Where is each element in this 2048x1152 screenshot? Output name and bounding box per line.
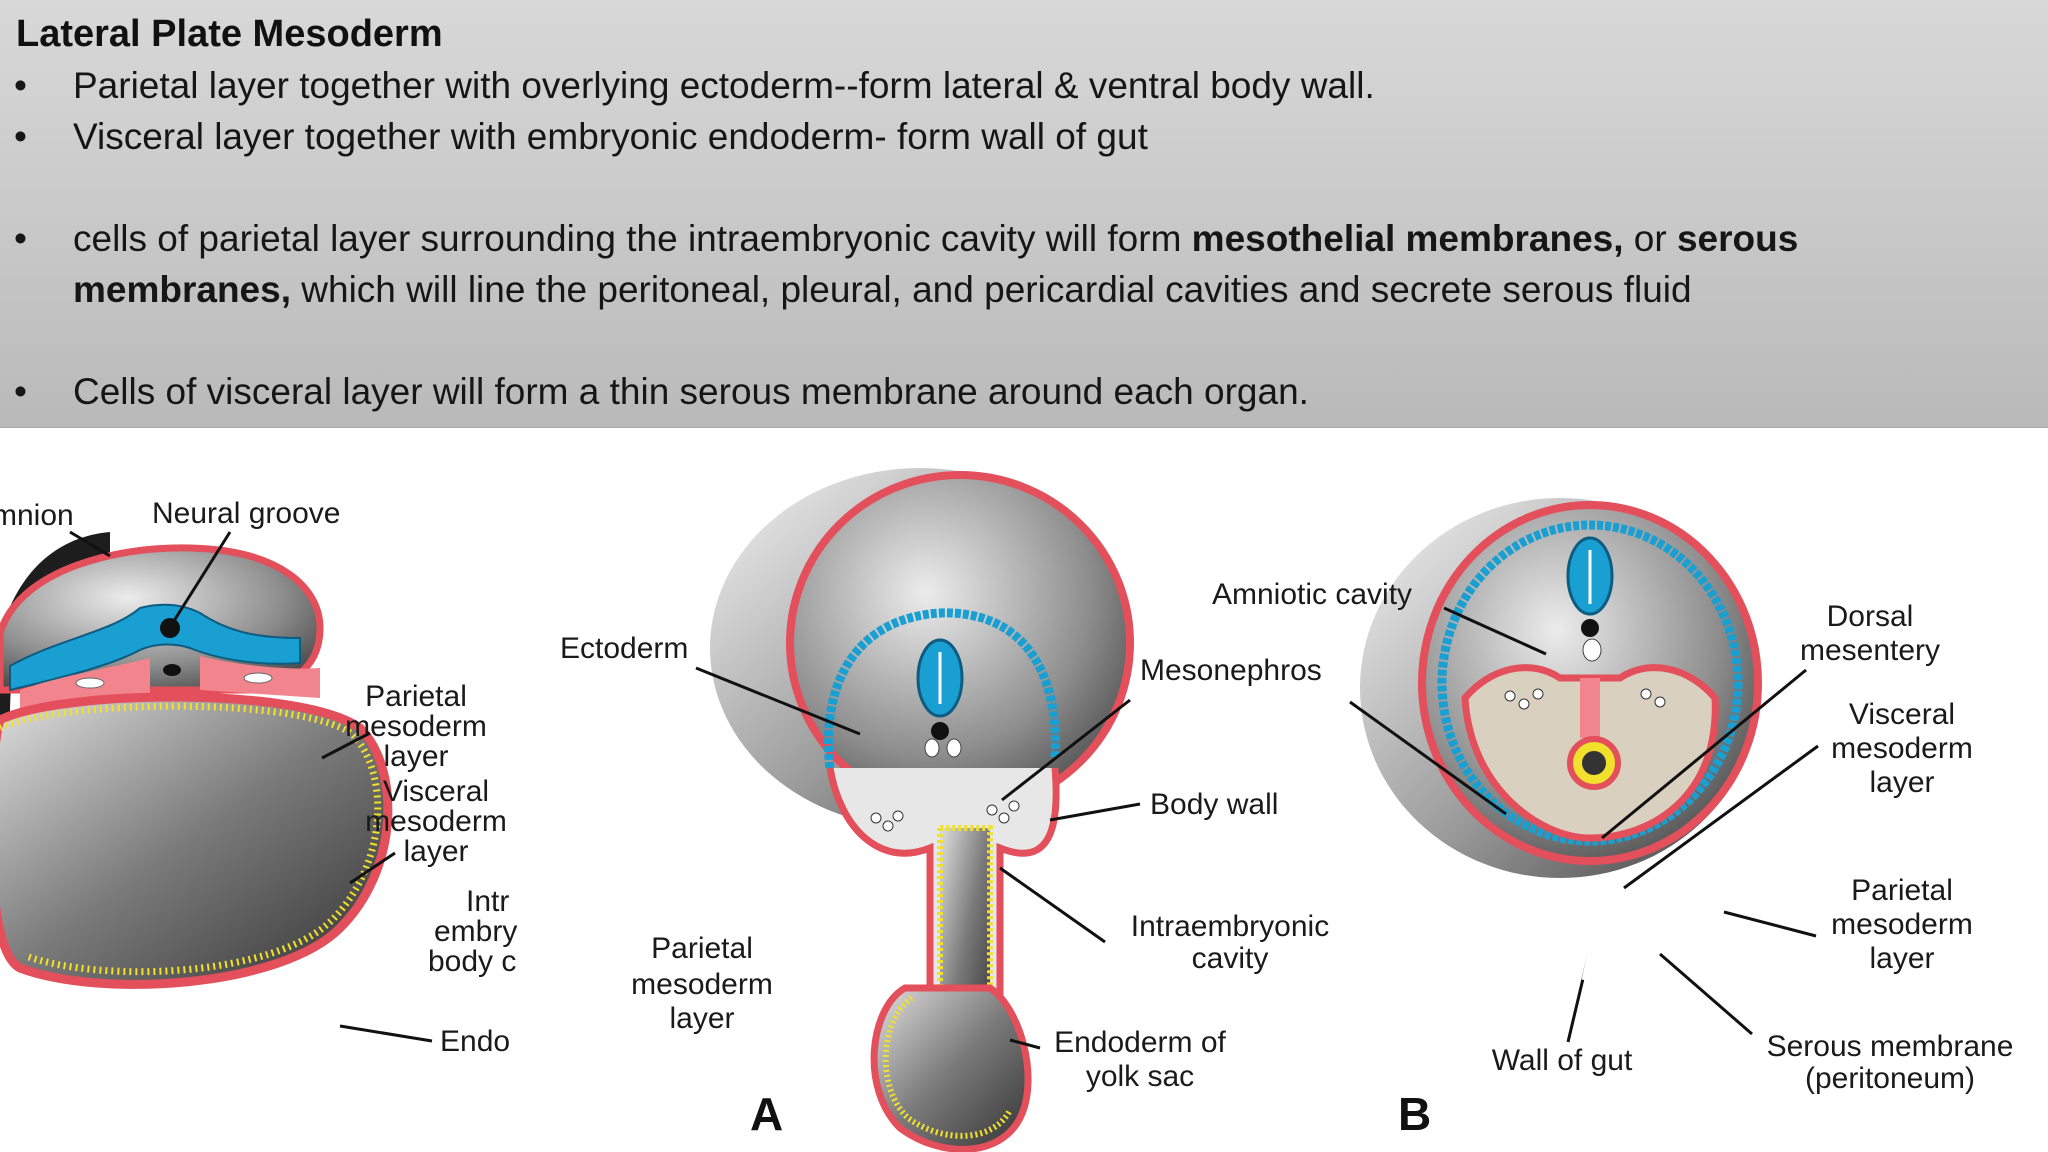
amnion-label: mnion — [0, 499, 74, 532]
visceral-label-line3: layer — [403, 835, 468, 868]
panel-b-visceral-label-line3: layer — [1869, 766, 1934, 799]
panel-b-amniotic-label: Amniotic cavity — [1212, 578, 1412, 611]
panel-a-parietal-label-line2: mesoderm — [631, 968, 773, 1001]
panel-b-dorsal-label-line1: Dorsal — [1827, 600, 1914, 633]
panel-a-body-wall-label: Body wall — [1150, 788, 1278, 821]
intra-label-line1: Intr — [466, 885, 509, 918]
intra-label-line3: body c — [428, 945, 516, 978]
endoderm-label: Endo — [440, 1025, 510, 1058]
parietal-label-line2: mesoderm — [345, 710, 487, 743]
bullet-list: • Parietal layer together with overlying… — [14, 60, 2014, 417]
bullet-item: • cells of parietal layer surrounding th… — [14, 213, 2014, 315]
panel-a-embryo: Ectoderm Mesonephros Body wall Intraembr… — [560, 468, 1329, 1152]
panel-b-notochord — [1581, 619, 1599, 637]
notochord-dot — [163, 664, 181, 676]
panel-b-parietal-label-line3: layer — [1869, 942, 1934, 975]
panel-b-wall-gut-label: Wall of gut — [1492, 1044, 1633, 1077]
bullet-marker: • — [14, 218, 27, 259]
panel-a-yolk-endoderm — [882, 995, 1013, 1139]
embryo-diagram: mnion Neural groove Parietal mesoderm la… — [0, 468, 2013, 1152]
bullet-text: which will line the peritoneal, pleural,… — [291, 269, 1692, 310]
panel-a-yolk-sac — [870, 984, 1032, 1152]
panel-b-serous-label-line2: (peritoneum) — [1805, 1062, 1975, 1095]
parietal-label-line1: Parietal — [365, 680, 467, 713]
panel-a-endoderm-label-line1: Endoderm of — [1054, 1026, 1226, 1059]
panel-a-intra-label-line2: cavity — [1192, 942, 1269, 975]
bullet-marker: • — [14, 116, 27, 157]
panel-a-parietal-label-line1: Parietal — [651, 932, 753, 965]
bullet-text: Cells of visceral layer will form a thin… — [73, 371, 1309, 412]
slide-title: Lateral Plate Mesoderm — [16, 13, 443, 55]
panel-a-ectoderm-layer — [824, 608, 1060, 769]
panel-b-dorsal-mesentery — [1580, 678, 1600, 738]
panel-a-mesonephros-cluster-right — [986, 800, 1020, 824]
text-panel: Lateral Plate Mesoderm • Parietal layer … — [0, 0, 2048, 428]
neural-groove-dot — [160, 618, 180, 638]
bullet-text: or — [1623, 218, 1677, 259]
bullet-text: Parietal layer together with overlying e… — [73, 65, 1375, 106]
bullet-text: Visceral layer together with embryonic e… — [73, 116, 1148, 157]
panel-b-visceral-label-line2: mesoderm — [1831, 732, 1973, 765]
panel-b-serous-label-line1: Serous membrane — [1767, 1030, 2014, 1063]
panel-b-aorta — [1582, 638, 1602, 662]
visceral-label-line2: mesoderm — [365, 805, 507, 838]
intermediate-mesoderm-right — [243, 672, 273, 684]
left-embryo-panel: mnion Neural groove Parietal mesoderm la… — [0, 497, 517, 1058]
panel-a-ectoderm-label: Ectoderm — [560, 632, 688, 665]
panel-a-inner-body — [786, 471, 1134, 815]
bullet-marker: • — [14, 371, 27, 412]
panel-b-gut-lumen — [1582, 751, 1606, 775]
panel-b-dorsal-label-line2: mesentery — [1800, 634, 1940, 667]
panel-b-parietal-label-line1: Parietal — [1851, 874, 1953, 907]
bullet-item: • Cells of visceral layer will form a th… — [14, 366, 2014, 417]
panel-b-letter: B — [1398, 1088, 1431, 1140]
bullet-bold-term: serous membranes, — [73, 218, 1799, 310]
neural-groove-label: Neural groove — [152, 497, 340, 530]
intermediate-mesoderm-left — [75, 677, 105, 689]
panel-b-mesonephros-cluster — [1504, 688, 1666, 710]
bullet-marker: • — [14, 65, 27, 106]
bullet-item: • Visceral layer together with embryonic… — [14, 111, 2014, 162]
panel-a-aorta-left — [924, 738, 940, 758]
panel-a-mesonephros-label: Mesonephros — [1140, 654, 1322, 687]
panel-a-notochord — [931, 722, 949, 740]
bullet-item: • Parietal layer together with overlying… — [14, 60, 2014, 111]
panel-a-endoderm-label-line2: yolk sac — [1086, 1060, 1194, 1093]
amnion-dark-shape — [0, 532, 110, 718]
panel-b-embryo: Amniotic cavity Dorsal mesentery Viscera… — [1212, 498, 2013, 1140]
visceral-label-line1: Visceral — [383, 775, 489, 808]
panel-a-aorta-right — [946, 738, 962, 758]
endoderm-yolk-line — [0, 702, 382, 976]
bullet-text: cells of parietal layer surrounding the … — [73, 218, 1192, 259]
panel-a-mesonephros-cluster-left — [870, 810, 904, 832]
panel-b-parietal-label-line2: mesoderm — [1831, 908, 1973, 941]
panel-a-parietal-label-line3: layer — [669, 1002, 734, 1035]
panel-a-letter: A — [750, 1088, 783, 1140]
bullet-bold-term: mesothelial membranes, — [1191, 218, 1624, 259]
yolk-sac-shape — [0, 692, 393, 989]
panel-b-visceral-label-line1: Visceral — [1849, 698, 1955, 731]
panel-a-intra-label-line1: Intraembryonic — [1131, 910, 1329, 943]
neural-plate-shape — [9, 603, 301, 692]
embryo-figure: mnion Neural groove Parietal mesoderm la… — [0, 428, 2048, 1152]
parietal-label-line3: layer — [383, 740, 448, 773]
intra-label-line2: embry — [434, 915, 517, 948]
